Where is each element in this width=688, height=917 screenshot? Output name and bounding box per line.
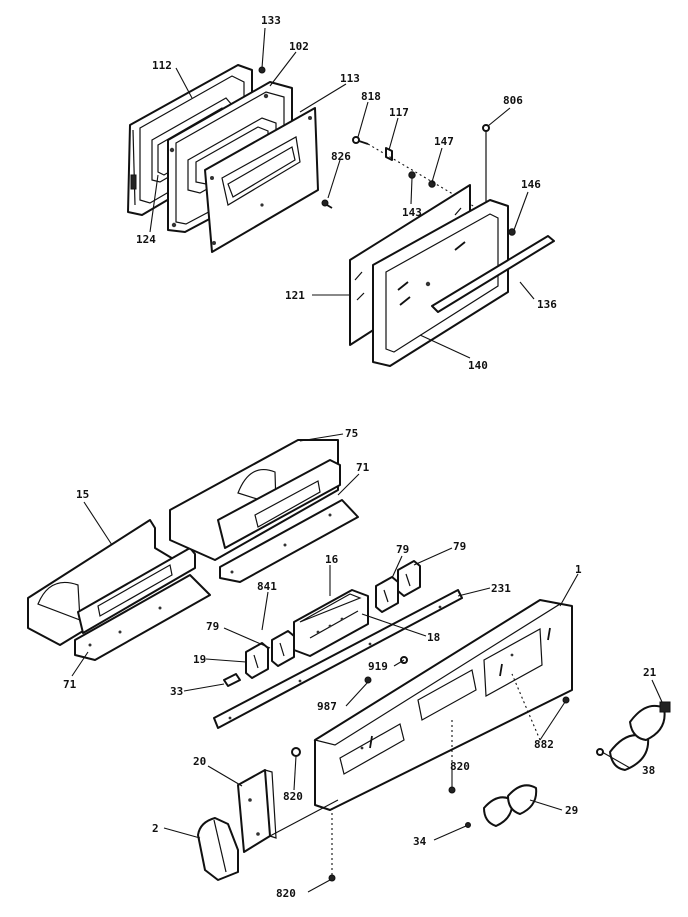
label-79-lower: 79: [206, 620, 219, 633]
switch-79-upper-right: [397, 560, 421, 597]
knob-29-right: [507, 784, 538, 815]
label-19: 19: [193, 653, 206, 666]
label-20: 20: [193, 755, 206, 768]
label-147: 147: [434, 135, 454, 148]
label-79-upper-left: 79: [396, 543, 409, 556]
label-79-upper-right: 79: [453, 540, 466, 553]
label-71-lower: 71: [63, 678, 77, 691]
label-820-upper: 820: [283, 790, 303, 803]
label-140: 140: [468, 359, 488, 372]
screw-818: [352, 136, 369, 145]
end-cap-2: [197, 817, 239, 881]
screw-146: [508, 228, 516, 236]
label-34: 34: [413, 835, 427, 848]
screw-34: [465, 822, 471, 828]
label-136: 136: [537, 298, 557, 311]
label-919: 919: [368, 660, 388, 673]
label-112: 112: [152, 59, 172, 72]
label-38: 38: [642, 764, 655, 777]
label-124: 124: [136, 233, 156, 246]
label-29: 29: [565, 804, 578, 817]
label-2: 2: [152, 822, 159, 835]
washer-143: [408, 171, 416, 179]
label-882: 882: [534, 738, 554, 751]
door-frame-140: [372, 199, 509, 367]
leader-lines: [71, 27, 663, 893]
switch-79-upper-left: [375, 576, 399, 613]
label-820-middle: 820: [450, 760, 470, 773]
switch-79-lower-left: [245, 642, 269, 679]
screw-882: [562, 696, 570, 704]
control-panel-1: [313, 599, 573, 811]
label-71-upper: 71: [356, 461, 370, 474]
screw-987: [364, 676, 372, 684]
switch-79-lower-right: [271, 630, 295, 667]
label-806: 806: [503, 94, 523, 107]
control-housing-75: [169, 439, 359, 583]
knob-29-left: [483, 796, 514, 827]
label-102: 102: [289, 40, 309, 53]
label-21: 21: [643, 666, 657, 679]
label-16: 16: [325, 553, 339, 566]
label-133: 133: [261, 14, 281, 27]
label-1: 1: [575, 563, 582, 576]
bracket-33: [223, 673, 241, 687]
label-117: 117: [389, 106, 409, 119]
label-818: 818: [361, 90, 381, 103]
door-outer-panel-113: [204, 107, 319, 253]
screw-826: [321, 199, 333, 209]
label-113: 113: [340, 72, 360, 85]
knob-21-upper: [609, 734, 650, 771]
label-841: 841: [257, 580, 277, 593]
label-15: 15: [76, 488, 89, 501]
label-121: 121: [285, 289, 305, 302]
screw-806: [482, 124, 490, 210]
label-143: 143: [402, 206, 422, 219]
knob-21: [629, 701, 671, 741]
panel-trim-231: [213, 589, 463, 729]
label-987: 987: [317, 700, 337, 713]
label-75: 75: [345, 427, 358, 440]
label-146: 146: [521, 178, 541, 191]
door-handle-136: [431, 235, 555, 313]
control-housing-15: [27, 519, 211, 661]
label-820-lower: 820: [276, 887, 296, 900]
screw-820-upper: [291, 747, 301, 757]
label-18: 18: [427, 631, 440, 644]
label-33: 33: [170, 685, 183, 698]
label-826: 826: [331, 150, 351, 163]
bracket-20: [237, 769, 277, 853]
label-231: 231: [491, 582, 511, 595]
